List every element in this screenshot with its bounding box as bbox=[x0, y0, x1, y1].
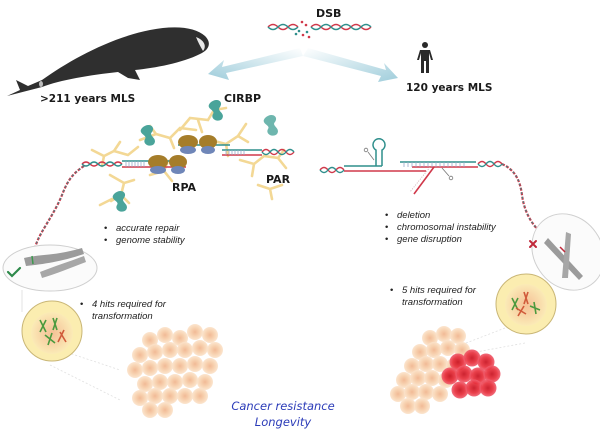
normal-cell-cluster-left bbox=[127, 324, 223, 418]
cell bbox=[400, 398, 416, 414]
par-label: PAR bbox=[266, 173, 291, 186]
conclusion-line-1: Cancer resistance bbox=[231, 399, 335, 413]
scissors-icon bbox=[363, 147, 454, 181]
whale-outcomes-list: accurate repair genome stability bbox=[104, 223, 185, 247]
cell bbox=[167, 374, 183, 390]
outcome-item: accurate repair bbox=[104, 223, 185, 235]
cell bbox=[202, 358, 218, 374]
dsb-dna-break bbox=[267, 20, 372, 39]
cell bbox=[132, 390, 148, 406]
conclusion-text: Cancer resistance Longevity bbox=[200, 398, 366, 430]
rpa-label: RPA bbox=[172, 181, 197, 194]
chromosome-damaged-panel bbox=[529, 213, 600, 291]
cell bbox=[436, 326, 452, 342]
rpa-proteins bbox=[148, 135, 217, 174]
cell bbox=[192, 340, 208, 356]
cell bbox=[187, 324, 203, 340]
tumor-cell bbox=[455, 365, 473, 383]
dna-error-repair-right bbox=[319, 138, 503, 195]
check-icon bbox=[6, 266, 22, 278]
nucleus-right bbox=[495, 273, 557, 335]
cell bbox=[450, 328, 466, 344]
cell bbox=[197, 374, 213, 390]
cell bbox=[132, 347, 148, 363]
cirbp-proteins bbox=[112, 100, 278, 212]
cell bbox=[147, 388, 163, 404]
cell bbox=[177, 388, 193, 404]
cell bbox=[172, 330, 188, 346]
cell bbox=[187, 356, 203, 372]
cell bbox=[207, 342, 223, 358]
cell bbox=[418, 356, 434, 372]
cell bbox=[157, 358, 173, 374]
outcome-item: gene disruption bbox=[385, 234, 496, 246]
cell bbox=[414, 398, 430, 414]
hits-line-2: transformation bbox=[402, 297, 463, 308]
hits-line-1: 5 hits required for bbox=[402, 285, 476, 296]
cell bbox=[157, 402, 173, 418]
whale-mls-label: >211 years MLS bbox=[40, 93, 136, 105]
hits-line-2: transformation bbox=[92, 311, 153, 322]
coiled-dna-left bbox=[32, 165, 85, 253]
tumor-cell bbox=[483, 365, 501, 383]
cross-icon bbox=[529, 240, 537, 248]
dna-fragments bbox=[294, 20, 311, 39]
cell bbox=[424, 370, 440, 386]
cell bbox=[182, 372, 198, 388]
cell bbox=[412, 344, 428, 360]
cell bbox=[192, 388, 208, 404]
cell bbox=[137, 376, 153, 392]
cell bbox=[396, 372, 412, 388]
arrow-to-human bbox=[303, 48, 398, 82]
cell bbox=[440, 340, 456, 356]
cell bbox=[432, 386, 448, 402]
tumor-cell bbox=[463, 349, 481, 367]
outcome-item: chromosomal instability bbox=[385, 222, 496, 234]
dsb-label: DSB bbox=[316, 7, 342, 20]
cell bbox=[127, 362, 143, 378]
outcome-item: deletion bbox=[385, 210, 496, 222]
cell bbox=[404, 358, 420, 374]
outcome-item: genome stability bbox=[104, 235, 185, 247]
conclusion-line-2: Longevity bbox=[254, 415, 312, 429]
cell bbox=[162, 388, 178, 404]
cell bbox=[432, 356, 448, 372]
cell bbox=[177, 342, 193, 358]
cell bbox=[418, 384, 434, 400]
hairpin-loop bbox=[372, 138, 386, 166]
human-mls-label: 120 years MLS bbox=[406, 82, 493, 94]
chromosome-intact-panel bbox=[2, 244, 98, 292]
human-silhouette-icon bbox=[417, 42, 433, 73]
cell bbox=[202, 327, 218, 343]
cell-cluster-with-tumor-right bbox=[390, 326, 501, 414]
cell bbox=[147, 344, 163, 360]
cell bbox=[390, 386, 406, 402]
cirbp-label: CIRBP bbox=[224, 92, 262, 105]
human-outcomes-list: deletion chromosomal instability gene di… bbox=[385, 210, 496, 246]
tumor-cell bbox=[479, 379, 497, 397]
cell bbox=[404, 384, 420, 400]
arrow-to-whale bbox=[208, 48, 303, 80]
cell bbox=[172, 358, 188, 374]
cell bbox=[157, 327, 173, 343]
bowhead-whale-illustration bbox=[7, 27, 209, 97]
tumor-cell bbox=[451, 381, 469, 399]
hits-line-1: 4 hits required for bbox=[92, 299, 166, 310]
tumor-cell bbox=[441, 367, 459, 385]
cell bbox=[142, 360, 158, 376]
cell bbox=[152, 374, 168, 390]
nucleus-left bbox=[21, 300, 83, 362]
cell bbox=[142, 402, 158, 418]
cell bbox=[162, 342, 178, 358]
cell bbox=[410, 370, 426, 386]
cell bbox=[426, 342, 442, 358]
cell bbox=[142, 332, 158, 348]
tumor-cell bbox=[465, 379, 483, 397]
